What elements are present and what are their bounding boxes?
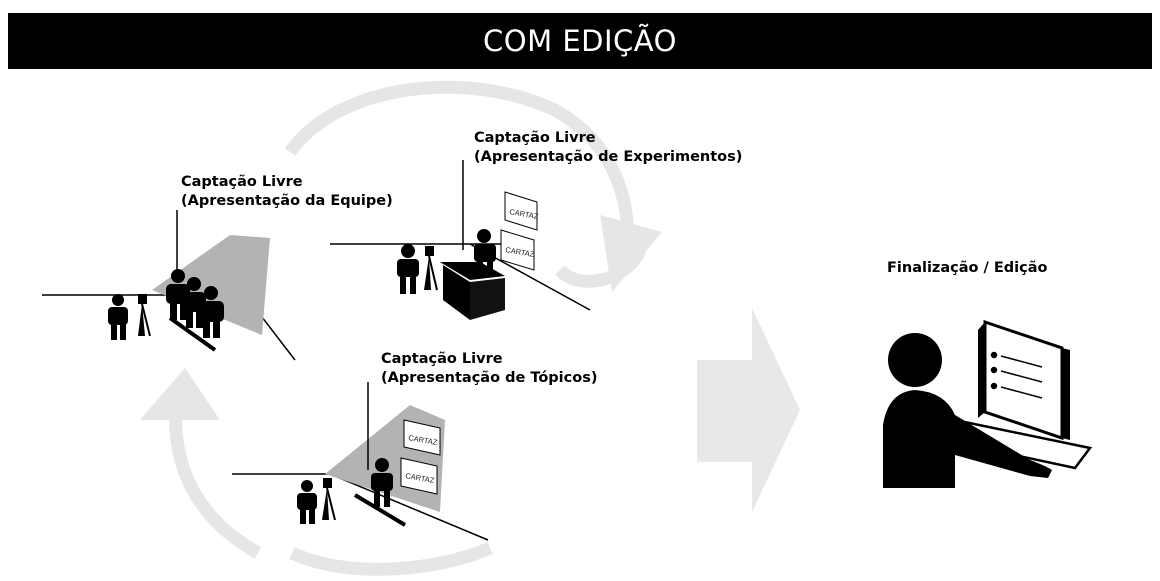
- poster-icon: CARTAZ: [400, 457, 438, 495]
- title-banner: COM EDIÇÃO: [8, 13, 1152, 69]
- stage-team-subtitle: (Apresentação da Equipe): [181, 193, 393, 209]
- person-icon: [199, 286, 224, 338]
- final-stage-label: Finalização / Edição: [887, 260, 1048, 276]
- camera-tripod-icon: [138, 294, 151, 337]
- camera-tripod-icon: [424, 246, 438, 291]
- page-title: COM EDIÇÃO: [483, 24, 677, 58]
- cycle-arrowheads: [140, 215, 662, 420]
- stage-team-label: Captação Livre (Apresentação da Equipe): [181, 173, 393, 211]
- poster-icon: CARTAZ: [504, 191, 539, 231]
- stage-experiments-scene: CARTAZ CARTAZ: [330, 160, 591, 320]
- stage-team-title: Captação Livre: [181, 174, 303, 190]
- stage-topics-scene: CARTAZ CARTAZ: [232, 382, 489, 541]
- stage-topics-title: Captação Livre: [381, 351, 503, 367]
- stage-team-scene: [42, 210, 296, 361]
- editor-at-computer-icon: [883, 319, 1093, 488]
- stage-experiments-subtitle: (Apresentação de Experimentos): [474, 149, 743, 165]
- right-arrow-icon: [697, 308, 800, 512]
- stage-experiments-title: Captação Livre: [474, 130, 596, 146]
- person-icon: [371, 458, 393, 507]
- person-icon: [397, 244, 419, 294]
- camera-tripod-icon: [322, 478, 336, 521]
- stage-topics-label: Captação Livre (Apresentação de Tópicos): [381, 350, 597, 388]
- person-icon: [108, 294, 128, 340]
- floor-mark: [353, 493, 407, 527]
- stage-experiments-label: Captação Livre (Apresentação de Experime…: [474, 129, 742, 167]
- demo-table: [440, 262, 505, 320]
- person-icon: [297, 480, 317, 524]
- poster-icon: CARTAZ: [403, 419, 441, 456]
- person-icon: [474, 229, 496, 272]
- camera-view-cone: [152, 235, 270, 335]
- stage-topics-subtitle: (Apresentação de Tópicos): [381, 370, 598, 386]
- floor-mark: [168, 316, 217, 352]
- screen-content: [990, 351, 1043, 399]
- poster-icon: CARTAZ: [500, 229, 535, 271]
